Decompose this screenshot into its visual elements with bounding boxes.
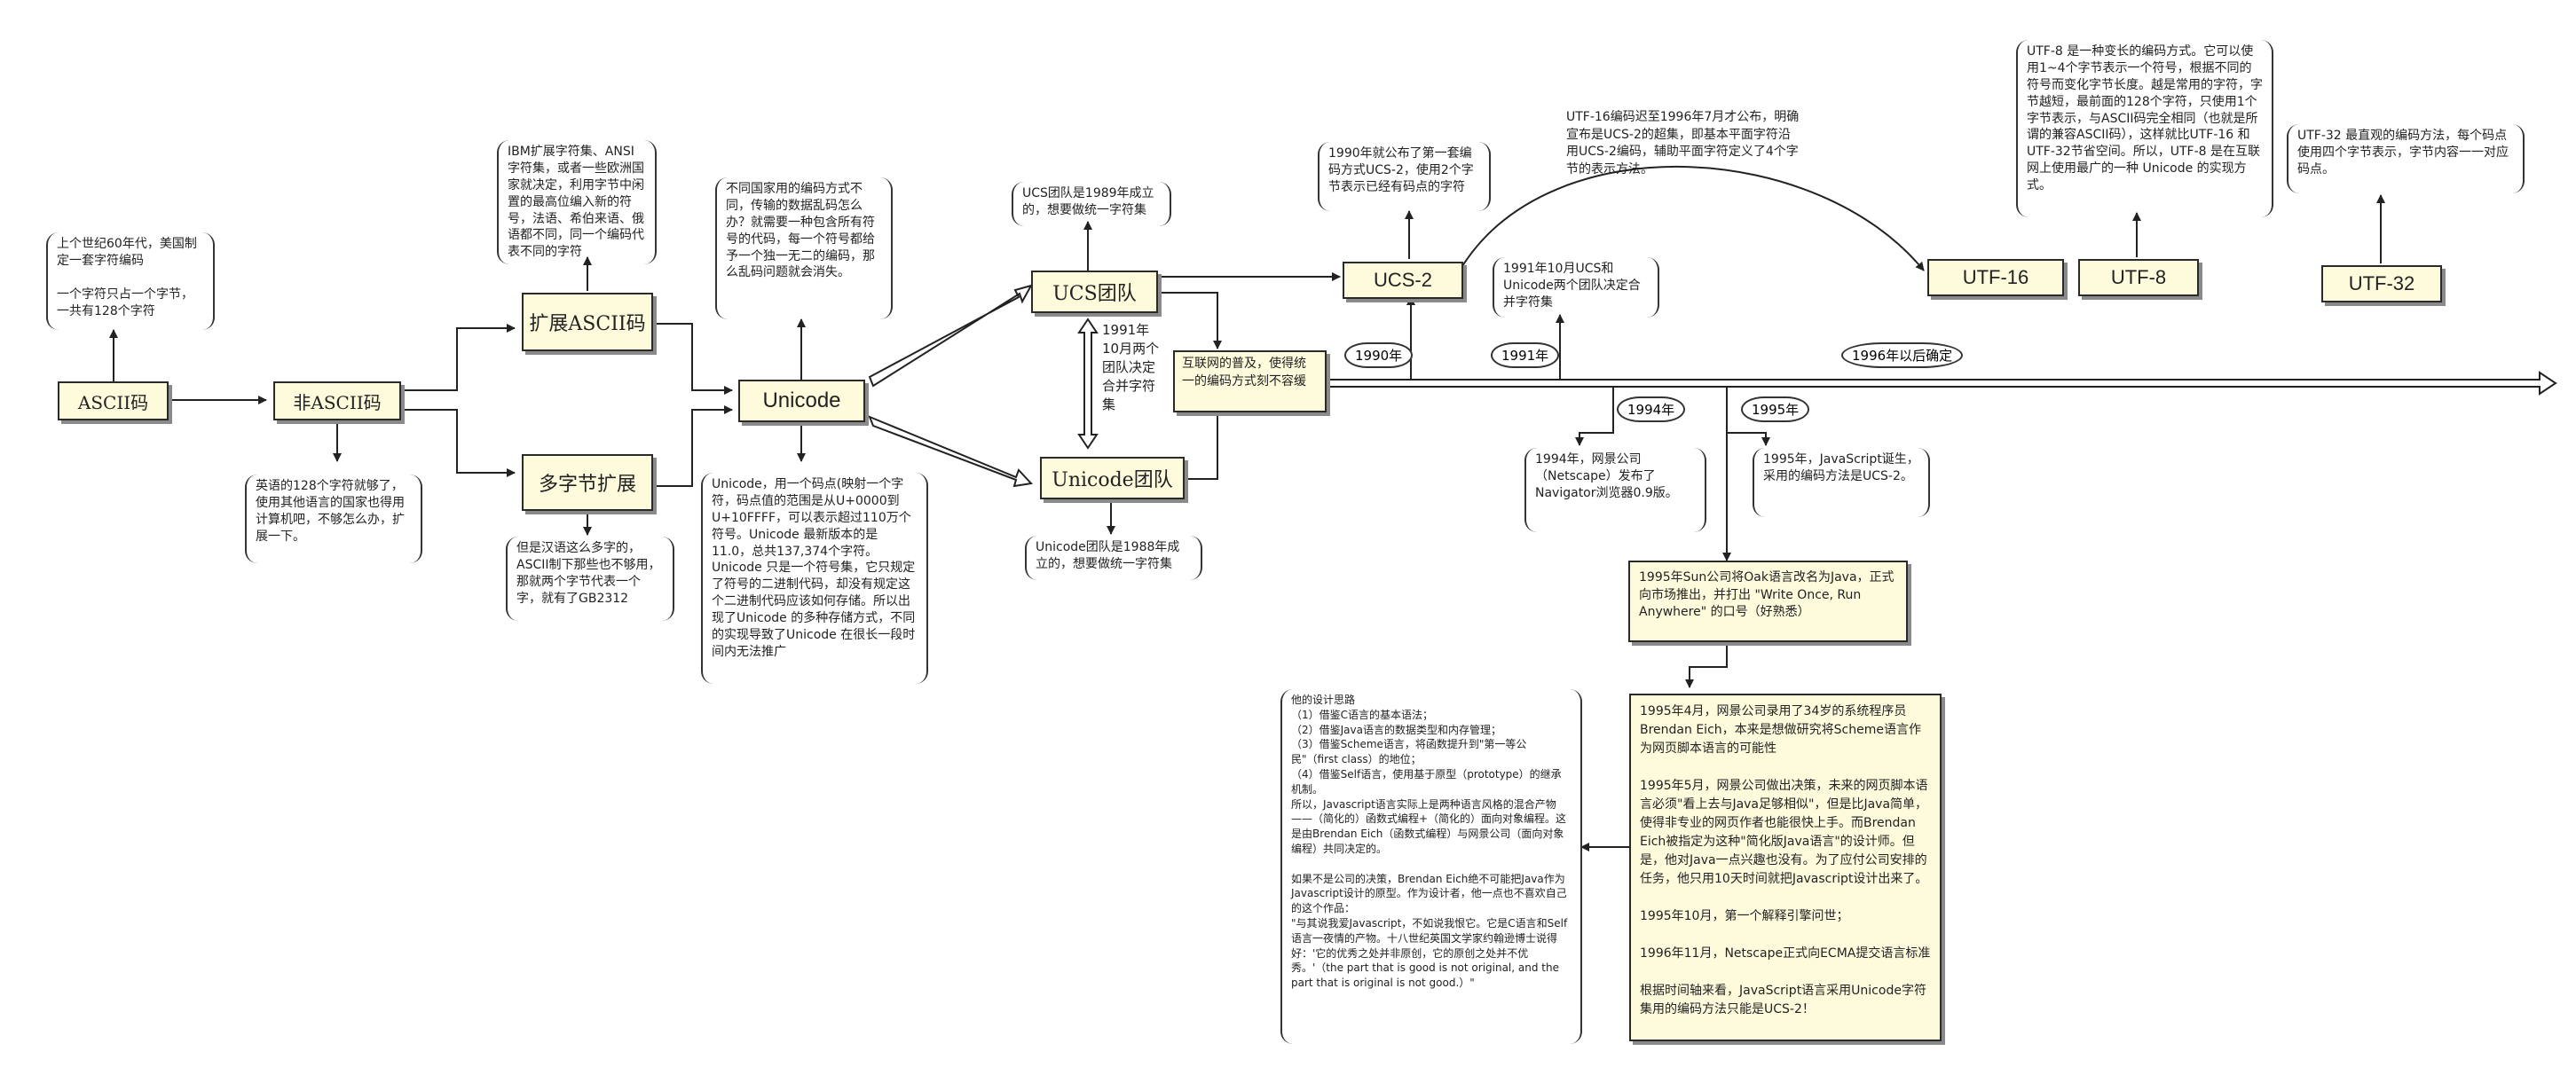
node-ucs2: UCS-2 <box>1343 262 1463 299</box>
node-multibyte: 多字节扩展 <box>522 454 653 511</box>
note-non-ascii: 英语的128个字符就够了，使用其他语言的国家也得用计算机吧，不够怎么办，扩展一下… <box>245 475 422 563</box>
node-utf32: UTF-32 <box>2321 265 2442 302</box>
box-history: 1995年4月，网景公司录用了34岁的系统程序员Brendan Eich，本来是… <box>1629 694 1942 1041</box>
note-multibyte: 但是汉语这么多字的，ASCII制下那些也不够用，那就两个字节代表一个字，就有了G… <box>506 537 674 621</box>
timeline-1990: 1990年 <box>1344 342 1414 368</box>
timeline-1995: 1995年 <box>1741 396 1810 422</box>
node-unicode: Unicode <box>738 380 865 422</box>
note-design: 他的设计思路 （1）借鉴C语言的基本语法； （2）借鉴Java语言的数据类型和内… <box>1280 689 1582 1044</box>
note-utf16: UTF-16编码迟至1996年7月才公布，明确宣布是UCS-2的超集，即基本平面… <box>1566 110 1800 177</box>
note-unicode-bottom: Unicode，用一个码点(映射一个字符，码点值的范围是从U+0000到U+10… <box>701 473 928 684</box>
timeline-after-1996: 1996年以后确定 <box>1841 342 1964 368</box>
box-internet: 互联网的普及，使得统一的编码方式刻不容缓 <box>1173 350 1327 412</box>
note-ucs-team: UCS团队是1989年成立的，想要做统一字符集 <box>1012 182 1171 226</box>
note-ucs2: 1990年就公布了第一套编码方式UCS-2，使用2个字节表示已经有码点的字符 <box>1318 142 1491 211</box>
note-netscape: 1994年，网景公司（Netscape）发布了Navigator浏览器0.9版。 <box>1524 448 1706 532</box>
node-unicode-team: Unicode团队 <box>1040 457 1185 499</box>
node-utf8: UTF-8 <box>2078 259 2199 296</box>
node-ext-ascii: 扩展ASCII码 <box>522 293 653 351</box>
note-unicode-team: Unicode团队是1988年成立的，想要做统一字符集 <box>1025 536 1202 580</box>
node-ucs-team: UCS团队 <box>1031 271 1158 313</box>
timeline-1991: 1991年 <box>1491 342 1560 368</box>
timeline-1994: 1994年 <box>1617 396 1686 422</box>
note-ascii: 上个世纪60年代，美国制定一套字符编码 一个字符只占一个字节，一共有128个字符 <box>46 232 215 330</box>
note-merge: 1991年10月两个团队决定合并字符集 <box>1102 322 1160 412</box>
note-unicode-top: 不同国家用的编码方式不同，传输的数据乱码怎么办？就需要一种包含所有符号的代码，每… <box>715 177 893 319</box>
note-teams-1991: 1991年10月UCS和Unicode两个团队决定合并字符集 <box>1493 257 1659 318</box>
node-utf16: UTF-16 <box>1927 259 2064 296</box>
note-ibm: IBM扩展字符集、ANSI字符集，或者一些欧洲国家就决定，利用字节中闲置的最高位… <box>497 140 657 264</box>
node-non-ascii: 非ASCII码 <box>273 381 401 420</box>
note-js-1995: 1995年，JavaScript诞生，采用的编码方法是UCS-2。 <box>1753 448 1930 517</box>
node-ascii: ASCII码 <box>58 381 169 420</box>
note-utf8: UTF-8 是一种变长的编码方式。它可以使用1~4个字节表示一个符号，根据不同的… <box>2016 40 2273 217</box>
box-sun: 1995年Sun公司将Oak语言改名为Java，正式向市场推出，并打出 "Wri… <box>1628 561 1908 642</box>
note-utf32: UTF-32 最直观的编码方法，每个码点使用四个字节表示，字节内容一一对应码点。 <box>2287 124 2525 193</box>
